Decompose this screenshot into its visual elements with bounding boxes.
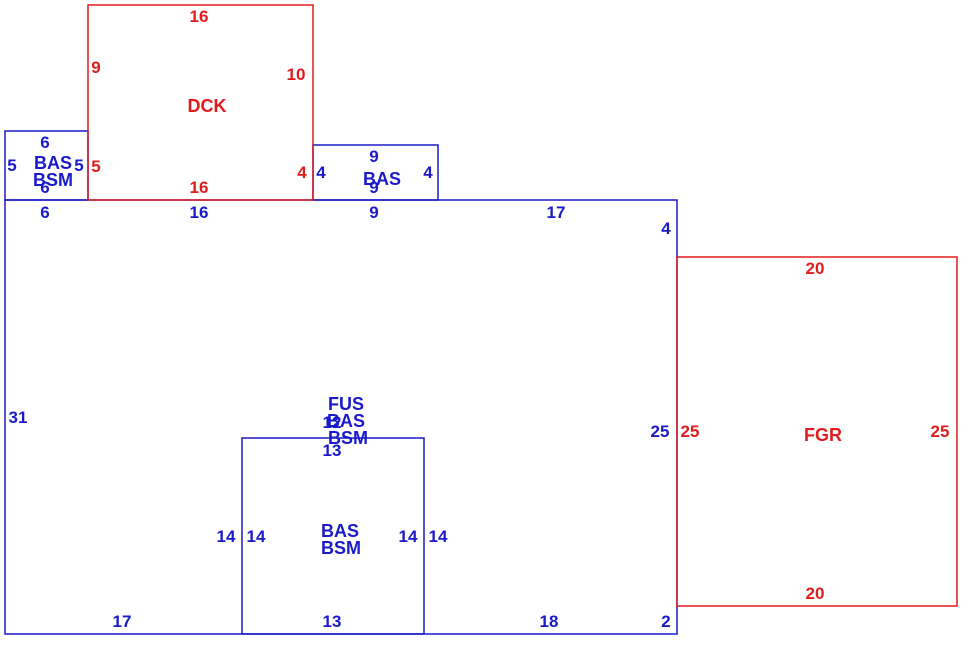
garage-bottom-dim: 20 bbox=[806, 584, 825, 603]
small-bsm-label: BSM bbox=[33, 170, 73, 190]
main-bsm-label: BSM bbox=[328, 428, 368, 448]
inner-left-inner-dim: 14 bbox=[247, 527, 266, 546]
small-bottom-dim-2: 6 bbox=[40, 203, 49, 222]
small-top-dim: 6 bbox=[40, 133, 49, 152]
inner-right-inner-dim: 14 bbox=[399, 527, 418, 546]
main-bottom-mid-dim: 13 bbox=[323, 612, 342, 631]
top-bas-right-dim: 4 bbox=[423, 163, 433, 182]
top-bas-label: BAS bbox=[363, 169, 401, 189]
inner-left-outer-dim: 14 bbox=[217, 527, 236, 546]
garage-top-dim: 20 bbox=[806, 259, 825, 278]
deck-right-dim: 10 bbox=[287, 65, 306, 84]
main-area-outline bbox=[4, 199, 678, 635]
main-top-dim-2: 9 bbox=[369, 203, 378, 222]
deck-outline bbox=[87, 4, 314, 201]
main-fus-label: FUS bbox=[328, 394, 364, 414]
inner-bas-label: BAS bbox=[321, 521, 359, 541]
main-bas-label: BAS bbox=[327, 411, 365, 431]
small-right-dim: 5 bbox=[74, 156, 83, 175]
small-bottom-dim: 6 bbox=[40, 178, 49, 197]
main-bottom-left-dim: 17 bbox=[113, 612, 132, 631]
main-top-dim-1: 16 bbox=[190, 203, 209, 222]
inner-right-outer-dim: 14 bbox=[429, 527, 448, 546]
inner-top-dim: 13 bbox=[323, 441, 342, 460]
main-bottom-corner-dim: 2 bbox=[661, 612, 670, 631]
inner-bas-outline bbox=[241, 437, 425, 635]
top-bas-left-dim: 4 bbox=[316, 163, 326, 182]
top-bas-top-dim: 9 bbox=[369, 147, 378, 166]
deck-inner-right-dim: 4 bbox=[297, 163, 307, 182]
main-left-dim: 31 bbox=[9, 408, 28, 427]
main-bottom-right-dim: 18 bbox=[540, 612, 559, 631]
top-bas-bottom-dim: 9 bbox=[369, 178, 378, 197]
deck-left-dim: 9 bbox=[91, 58, 100, 77]
fus-overlap-dim: 12 bbox=[323, 413, 342, 432]
garage-outline bbox=[676, 256, 958, 607]
main-right-upper-dim: 4 bbox=[661, 219, 671, 238]
deck-inner-left-dim: 5 bbox=[91, 157, 100, 176]
deck-label: DCK bbox=[188, 96, 227, 116]
deck-bottom-dim: 16 bbox=[190, 178, 209, 197]
main-right-mid-dim: 25 bbox=[651, 422, 670, 441]
garage-left-dim: 25 bbox=[681, 422, 700, 441]
garage-right-dim: 25 bbox=[931, 422, 950, 441]
inner-bsm-label: BSM bbox=[321, 538, 361, 558]
deck-top-dim: 16 bbox=[190, 7, 209, 26]
garage-label: FGR bbox=[804, 425, 842, 445]
small-left-dim: 5 bbox=[7, 156, 16, 175]
main-top-dim-3: 17 bbox=[547, 203, 566, 222]
small-bas-label: BAS bbox=[34, 153, 72, 173]
